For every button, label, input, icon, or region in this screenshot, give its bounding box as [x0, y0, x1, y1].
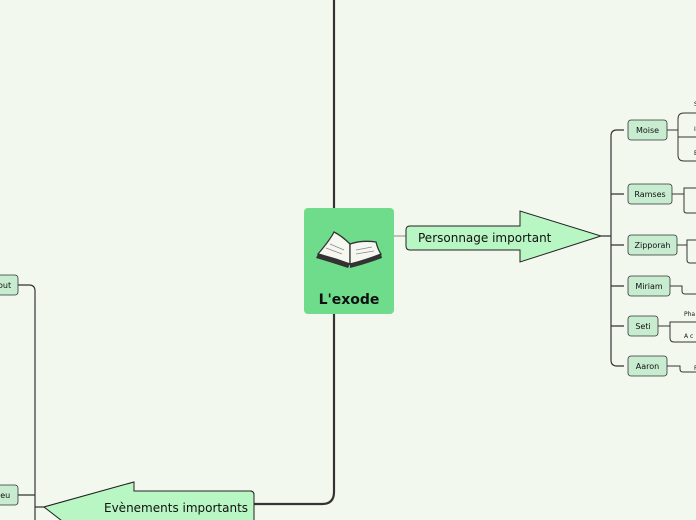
svg-text:ieu: ieu [0, 491, 10, 500]
aaron-fragment-1: F [694, 365, 696, 372]
book-icon [316, 231, 383, 268]
child-aaron[interactable]: Aaron [627, 355, 668, 377]
seti-sub-bracket [658, 321, 696, 343]
personnages-bracket [601, 129, 624, 367]
zipporah-sub-connector [677, 239, 696, 264]
svg-text:Zipporah: Zipporah [634, 241, 670, 250]
svg-text:Aaron: Aaron [636, 362, 659, 371]
child-out[interactable]: out [0, 274, 19, 296]
central-title: L'exode [319, 292, 380, 308]
aaron-sub-connector [667, 365, 696, 373]
miriam-sub-connector [670, 285, 696, 295]
trunk-line-down [252, 313, 336, 506]
child-ieu[interactable]: ieu [0, 484, 19, 506]
moise-fragment-2: I [694, 126, 696, 133]
seti-fragment-1: Pha [684, 311, 695, 318]
seti-fragment-2: A c [684, 333, 693, 340]
moise-sub-bracket [667, 112, 696, 162]
evenements-bracket [18, 284, 44, 520]
branch-personnages[interactable]: Personnage important [405, 210, 603, 263]
moise-fragment-3: E [694, 150, 696, 157]
svg-text:out: out [0, 281, 11, 290]
svg-text:Seti: Seti [635, 322, 650, 331]
svg-text:Miriam: Miriam [635, 282, 663, 291]
svg-text:Moise: Moise [636, 126, 659, 135]
child-ramses[interactable]: Ramses [627, 183, 673, 205]
child-seti[interactable]: Seti [627, 315, 659, 337]
branch-evenements-label: Evènements importants [104, 501, 248, 515]
ramses-sub-connector [672, 187, 696, 214]
child-zipporah[interactable]: Zipporah [627, 234, 678, 256]
child-moise[interactable]: Moise [627, 119, 668, 141]
branch-personnages-label: Personnage important [418, 231, 552, 245]
child-miriam[interactable]: Miriam [627, 275, 671, 297]
central-node[interactable]: L'exode [304, 208, 394, 314]
branch-evenements[interactable]: Evènements importants [42, 481, 255, 520]
svg-text:Ramses: Ramses [634, 190, 665, 199]
moise-fragment-1: S [694, 101, 696, 108]
